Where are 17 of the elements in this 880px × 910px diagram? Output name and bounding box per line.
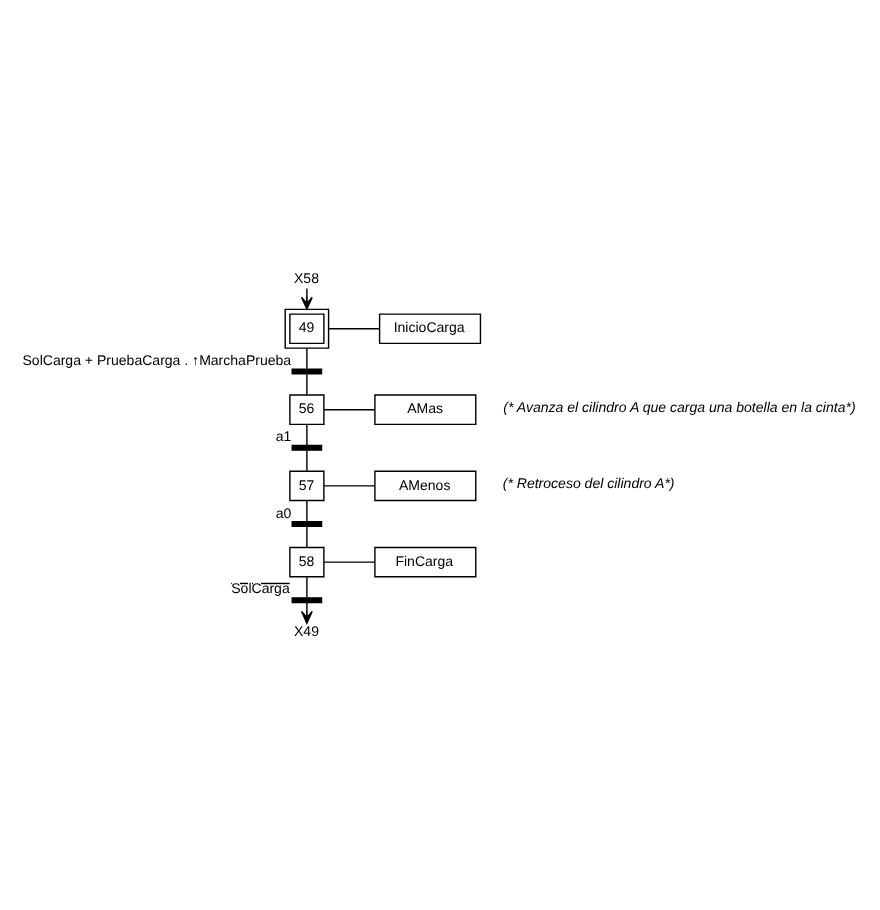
connector xyxy=(323,560,376,562)
arrow xyxy=(300,286,313,309)
node-bar xyxy=(291,519,323,527)
connector xyxy=(306,525,308,547)
node-bar xyxy=(291,367,323,374)
connector xyxy=(306,422,308,445)
connector xyxy=(306,448,308,471)
connector xyxy=(323,484,376,486)
connector xyxy=(306,499,308,521)
connector xyxy=(323,407,376,410)
connector xyxy=(306,372,308,395)
connector xyxy=(328,327,381,329)
node-bar xyxy=(291,596,323,603)
arrow xyxy=(300,601,313,623)
connector xyxy=(306,575,308,598)
node-bar xyxy=(291,443,323,450)
connector xyxy=(306,346,308,369)
